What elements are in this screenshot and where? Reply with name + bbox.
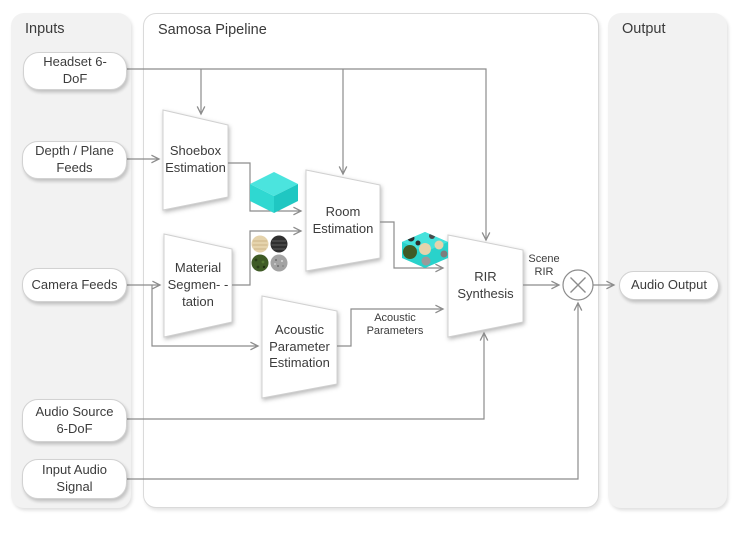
stage-label-rir-synthesis: RIR Synthesis [457,269,514,301]
output-panel: Output [608,13,727,508]
stage-label-shoebox-estimation: Shoebox Estimation [165,143,226,175]
pipeline-panel-title: Samosa Pipeline [158,22,267,38]
output-panel-title: Output [622,21,666,37]
input-box-audio-source-6dof: Audio Source 6-DoF [22,399,127,442]
input-box-camera-feeds: Camera Feeds [22,268,127,302]
input-box-depth-plane-feeds: Depth / Plane Feeds [22,141,127,179]
input-box-headset-6dof: Headset 6-DoF [23,52,127,90]
output-box-audio-output: Audio Output [619,271,719,300]
stage-label-room-estimation: Room Estimation [312,203,374,236]
input-box-input-audio-signal: Input Audio Signal [22,459,127,499]
stage-label-acoustic-parameter-estimation: Acoustic Parameter Estimation [269,321,330,371]
inputs-panel-title: Inputs [25,21,65,37]
wire-label-scene-rir: Scene RIR [528,252,560,278]
stage-label-material-segmentation: Material Segmen- -tation [167,260,229,309]
wire-label-acoustic-parameters: Acoustic Parameters [366,311,424,337]
